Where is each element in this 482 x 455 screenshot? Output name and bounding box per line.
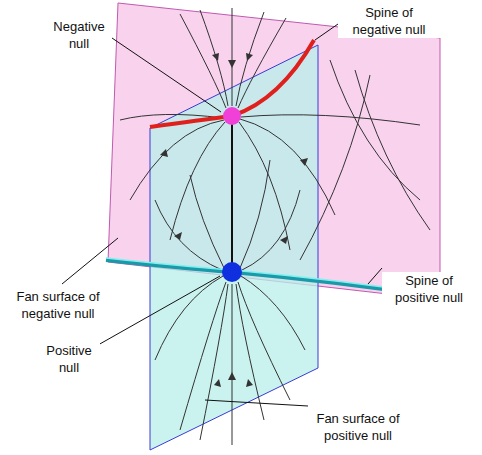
callout-label: Fan surface of negative null [5,288,111,322]
callout-label: Negative null [46,18,112,52]
callout-label: Fan surface of positive null [305,410,411,444]
callout-label: Spine of positive null [382,272,476,306]
callout-label: Positive null [38,342,100,376]
callout-label: Spine of negative null [338,4,440,38]
